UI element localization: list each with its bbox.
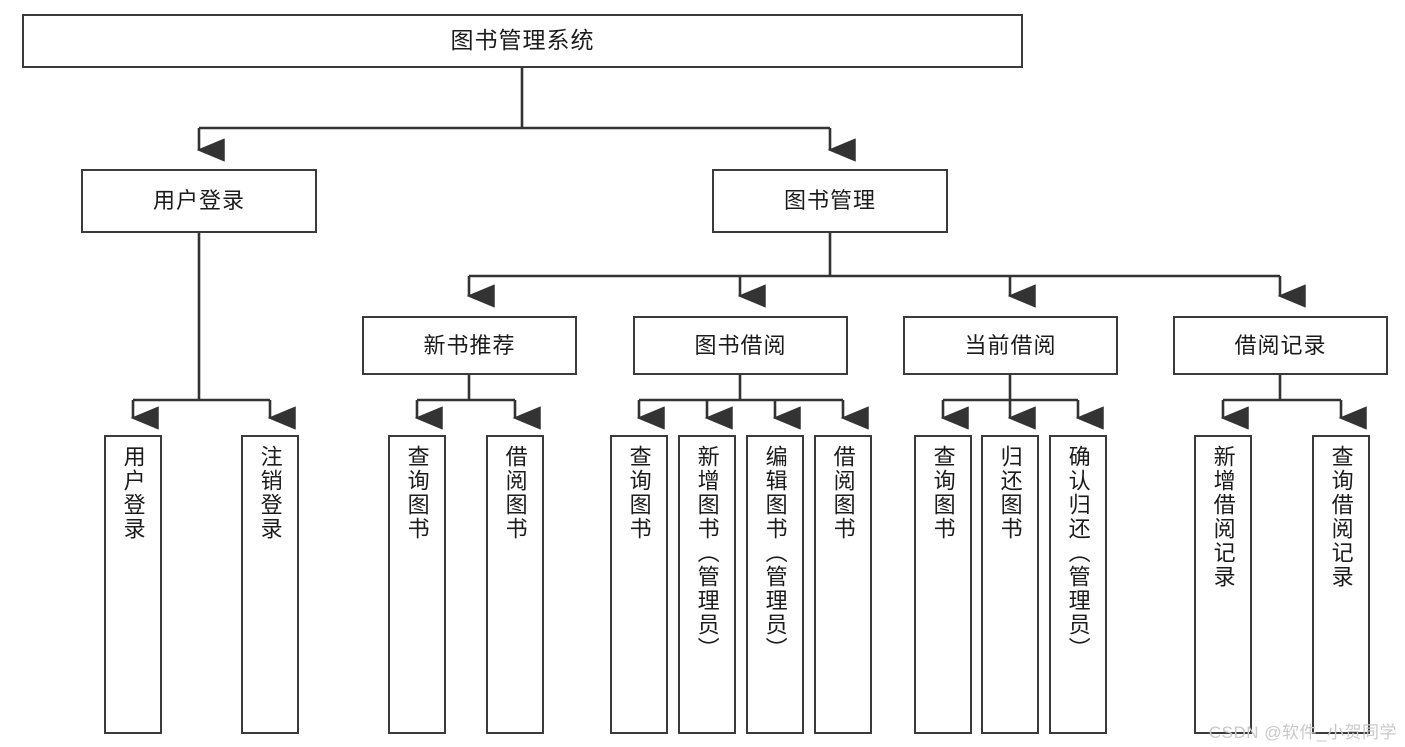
node-label: 用户登录	[152, 188, 245, 214]
leaf-edit-book-admin[interactable]: 编辑图书（管理员）	[746, 435, 804, 734]
leaf-query-book-recommend[interactable]: 查询图书	[388, 435, 446, 734]
leaf-query-book-current[interactable]: 查询图书	[914, 435, 972, 734]
node-label: 新书推荐	[423, 332, 516, 358]
node-current-borrow[interactable]: 当前借阅	[903, 316, 1118, 375]
node-label: 图书借阅	[694, 332, 787, 358]
node-label: 新增借阅记录	[1210, 445, 1236, 589]
node-book-management-system[interactable]: 图书管理系统	[22, 14, 1023, 68]
node-label: 注销登录	[257, 445, 283, 541]
node-label: 归还图书	[997, 445, 1023, 541]
leaf-add-borrow-record[interactable]: 新增借阅记录	[1194, 435, 1252, 734]
node-label: 查询图书	[930, 445, 956, 541]
node-label: 借阅图书	[502, 445, 528, 541]
leaf-borrow-book-recommend[interactable]: 借阅图书	[486, 435, 544, 734]
node-new-book-recommend[interactable]: 新书推荐	[362, 316, 577, 375]
node-borrow-record[interactable]: 借阅记录	[1173, 316, 1388, 375]
node-label: 确认归还（管理员）	[1065, 445, 1091, 661]
node-label: 新增图书（管理员）	[694, 445, 720, 661]
node-label: 当前借阅	[964, 332, 1057, 358]
node-book-management[interactable]: 图书管理	[712, 169, 948, 233]
leaf-confirm-return-admin[interactable]: 确认归还（管理员）	[1049, 435, 1107, 734]
leaf-logout-login[interactable]: 注销登录	[241, 435, 299, 734]
node-label: 借阅记录	[1234, 332, 1327, 358]
node-label: 查询借阅记录	[1328, 445, 1354, 589]
leaf-add-book-admin[interactable]: 新增图书（管理员）	[678, 435, 736, 734]
node-label: 用户登录	[120, 445, 146, 541]
watermark-text: CSDN @软件_小贺同学	[1208, 723, 1397, 742]
leaf-user-login[interactable]: 用户登录	[104, 435, 162, 734]
node-label: 编辑图书（管理员）	[762, 445, 788, 661]
leaf-borrow-book-borrow[interactable]: 借阅图书	[814, 435, 872, 734]
node-label: 查询图书	[626, 445, 652, 541]
leaf-query-borrow-record[interactable]: 查询借阅记录	[1312, 435, 1370, 734]
node-user-login[interactable]: 用户登录	[81, 169, 317, 233]
node-label: 借阅图书	[830, 445, 856, 541]
leaf-query-book-borrow[interactable]: 查询图书	[610, 435, 668, 734]
leaf-return-book[interactable]: 归还图书	[981, 435, 1039, 734]
node-label: 查询图书	[404, 445, 430, 541]
node-label: 图书管理	[783, 188, 876, 214]
node-book-borrow[interactable]: 图书借阅	[633, 316, 848, 375]
node-label: 图书管理系统	[450, 27, 595, 54]
